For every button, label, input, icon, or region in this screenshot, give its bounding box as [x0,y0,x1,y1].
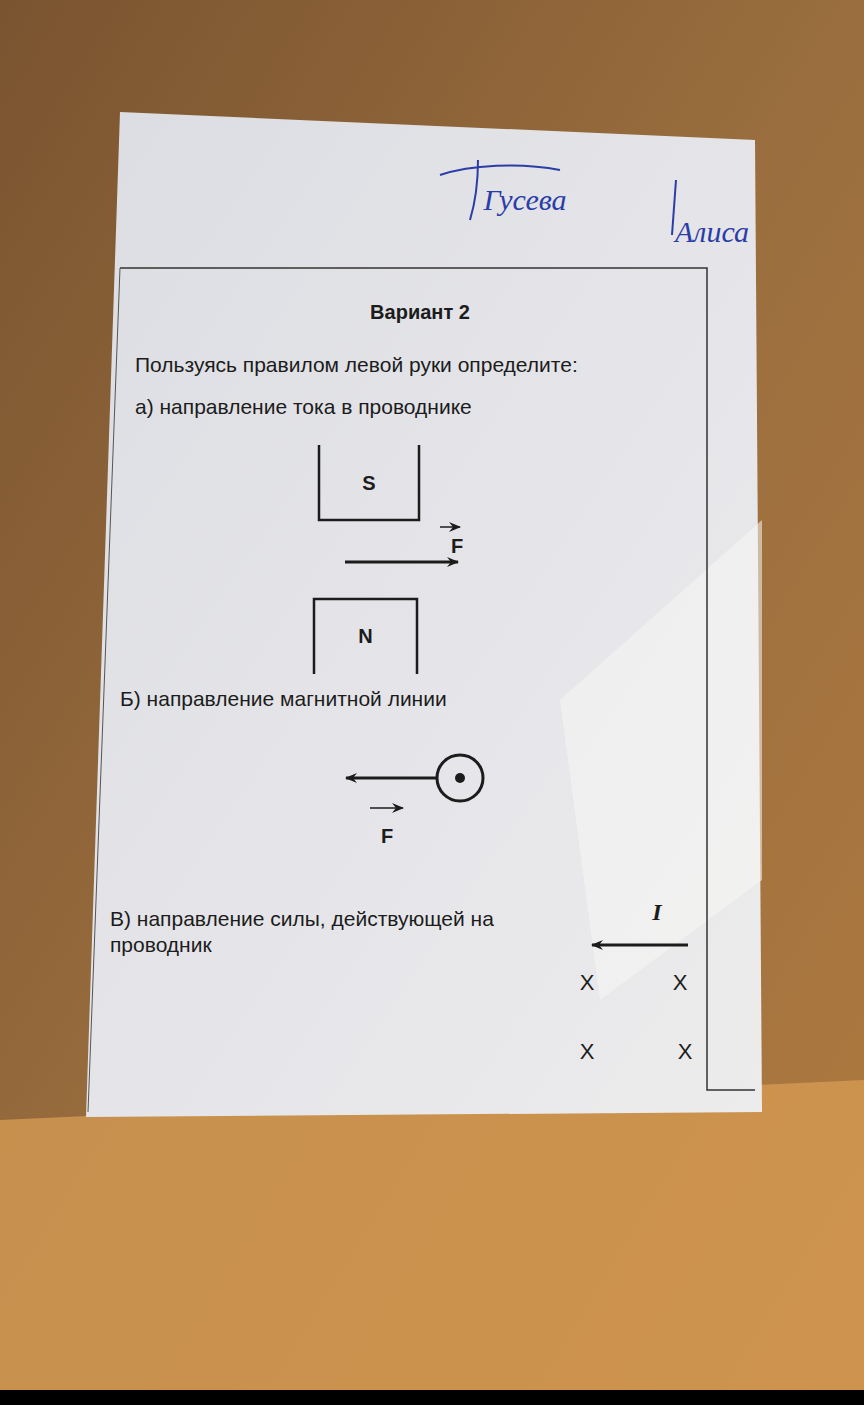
magnet-outline [319,445,419,520]
force-arrow [345,561,458,564]
magnet-pole: S [318,445,420,521]
field-cross: X [673,969,688,997]
current-label: I [652,897,661,927]
field-cross: X [678,1038,693,1066]
vector-sign [370,807,403,809]
photo-edge [0,1390,864,1405]
variant-title: Вариант 2 [370,300,470,325]
pole-letter: S [362,472,375,495]
print-frame [120,268,755,1090]
print-frame [88,268,120,1112]
pole-letter: N [358,625,372,648]
force-arrow [346,777,436,780]
force-label: F [381,824,393,849]
task-item: В) направление силы, действующей на пров… [110,906,510,959]
sunlight-on-paper [560,520,762,1000]
task-instruction: Пользуясь правилом левой руки определите… [135,352,703,378]
sunlight-patch [0,1080,864,1390]
handwritten-name: Алиса [675,213,749,251]
conductor-circle [437,755,483,801]
paper-sheet [86,112,762,1117]
task-item: а) направление тока в проводнике [135,394,695,420]
magnet-pole: N [313,598,418,674]
field-cross: X [580,969,595,997]
task-item: Б) направление магнитной линии [120,686,680,712]
current-dot [455,773,465,783]
handwritten-surname: Гусева [483,181,566,219]
vector-sign [440,526,460,528]
magnet-outline [314,599,417,674]
current-arrow [592,944,688,947]
force-label: F [451,534,463,559]
field-cross: X [580,1038,595,1066]
